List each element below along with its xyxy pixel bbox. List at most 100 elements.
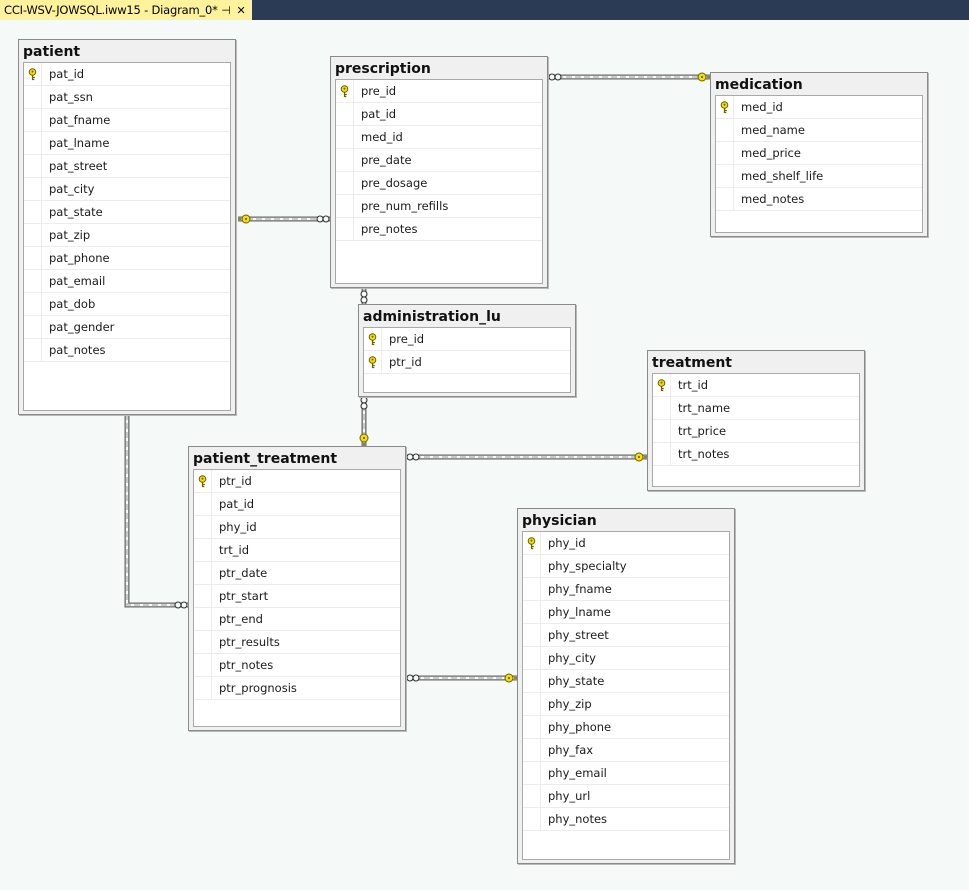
row-selector[interactable] bbox=[194, 539, 212, 561]
row-selector[interactable] bbox=[194, 516, 212, 538]
column-row[interactable]: ptr_id bbox=[364, 351, 570, 374]
column-row[interactable]: med_shelf_life bbox=[716, 165, 922, 188]
row-selector[interactable] bbox=[24, 247, 42, 269]
column-row[interactable]: trt_id bbox=[194, 539, 400, 562]
row-selector[interactable] bbox=[523, 716, 541, 738]
column-row[interactable]: phy_email bbox=[523, 762, 729, 785]
column-row[interactable]: ptr_notes bbox=[194, 654, 400, 677]
row-selector[interactable] bbox=[336, 172, 354, 194]
row-selector[interactable] bbox=[523, 624, 541, 646]
column-row[interactable]: phy_id bbox=[194, 516, 400, 539]
row-selector[interactable] bbox=[653, 374, 671, 396]
row-selector[interactable] bbox=[523, 785, 541, 807]
column-row[interactable]: pat_gender bbox=[24, 316, 230, 339]
column-row[interactable]: ptr_prognosis bbox=[194, 677, 400, 700]
column-row[interactable]: pat_fname bbox=[24, 109, 230, 132]
table-title[interactable]: administration_lu bbox=[363, 309, 501, 325]
row-selector[interactable] bbox=[523, 647, 541, 669]
column-row[interactable]: phy_notes bbox=[523, 808, 729, 831]
row-selector[interactable] bbox=[194, 585, 212, 607]
row-selector[interactable] bbox=[716, 119, 734, 141]
column-row[interactable]: pat_street bbox=[24, 155, 230, 178]
column-row[interactable]: ptr_start bbox=[194, 585, 400, 608]
table-title[interactable]: physician bbox=[522, 513, 597, 529]
table-title[interactable]: prescription bbox=[335, 61, 431, 77]
column-row[interactable]: pat_id bbox=[336, 103, 542, 126]
row-selector[interactable] bbox=[653, 443, 671, 465]
row-selector[interactable] bbox=[523, 762, 541, 784]
row-selector[interactable] bbox=[523, 601, 541, 623]
row-selector[interactable] bbox=[523, 808, 541, 830]
column-row[interactable]: phy_specialty bbox=[523, 555, 729, 578]
row-selector[interactable] bbox=[24, 201, 42, 223]
row-selector[interactable] bbox=[24, 155, 42, 177]
row-selector[interactable] bbox=[194, 470, 212, 492]
row-selector[interactable] bbox=[194, 493, 212, 515]
row-selector[interactable] bbox=[24, 63, 42, 85]
row-selector[interactable] bbox=[24, 109, 42, 131]
row-selector[interactable] bbox=[653, 420, 671, 442]
row-selector[interactable] bbox=[24, 316, 42, 338]
column-row[interactable]: pat_id bbox=[194, 493, 400, 516]
row-selector[interactable] bbox=[24, 224, 42, 246]
row-selector[interactable] bbox=[716, 142, 734, 164]
row-selector[interactable] bbox=[336, 103, 354, 125]
row-selector[interactable] bbox=[336, 126, 354, 148]
column-row[interactable]: phy_city bbox=[523, 647, 729, 670]
column-row[interactable]: pat_email bbox=[24, 270, 230, 293]
document-tab[interactable]: CCI-WSV-JOWSQL.iww15 - Diagram_0* ⊣ ✕ bbox=[0, 0, 252, 20]
row-selector[interactable] bbox=[24, 293, 42, 315]
column-row[interactable]: pat_city bbox=[24, 178, 230, 201]
row-selector[interactable] bbox=[523, 739, 541, 761]
row-selector[interactable] bbox=[194, 631, 212, 653]
column-row[interactable]: med_id bbox=[336, 126, 542, 149]
row-selector[interactable] bbox=[24, 178, 42, 200]
column-row[interactable]: ptr_id bbox=[194, 470, 400, 493]
column-row[interactable]: phy_state bbox=[523, 670, 729, 693]
row-selector[interactable] bbox=[523, 670, 541, 692]
row-selector[interactable] bbox=[523, 555, 541, 577]
column-row[interactable]: pre_id bbox=[364, 328, 570, 351]
column-row[interactable]: pre_num_refills bbox=[336, 195, 542, 218]
row-selector[interactable] bbox=[194, 654, 212, 676]
row-selector[interactable] bbox=[24, 339, 42, 361]
row-selector[interactable] bbox=[364, 351, 382, 373]
pin-icon[interactable]: ⊣ bbox=[221, 3, 231, 17]
column-row[interactable]: phy_street bbox=[523, 624, 729, 647]
column-row[interactable]: pre_id bbox=[336, 80, 542, 103]
column-row[interactable]: med_name bbox=[716, 119, 922, 142]
column-row[interactable]: pat_notes bbox=[24, 339, 230, 362]
column-row[interactable]: pre_dosage bbox=[336, 172, 542, 195]
row-selector[interactable] bbox=[336, 195, 354, 217]
column-row[interactable]: trt_name bbox=[653, 397, 859, 420]
table-title[interactable]: treatment bbox=[652, 355, 732, 371]
row-selector[interactable] bbox=[336, 149, 354, 171]
row-selector[interactable] bbox=[336, 80, 354, 102]
row-selector[interactable] bbox=[194, 562, 212, 584]
column-row[interactable]: phy_zip bbox=[523, 693, 729, 716]
column-row[interactable]: trt_price bbox=[653, 420, 859, 443]
row-selector[interactable] bbox=[24, 270, 42, 292]
row-selector[interactable] bbox=[716, 188, 734, 210]
column-row[interactable]: trt_id bbox=[653, 374, 859, 397]
column-row[interactable]: ptr_end bbox=[194, 608, 400, 631]
table-title[interactable]: medication bbox=[715, 77, 803, 93]
column-row[interactable]: med_id bbox=[716, 96, 922, 119]
row-selector[interactable] bbox=[336, 218, 354, 240]
table-title[interactable]: patient bbox=[23, 44, 81, 60]
row-selector[interactable] bbox=[523, 693, 541, 715]
row-selector[interactable] bbox=[24, 86, 42, 108]
table-title[interactable]: patient_treatment bbox=[193, 451, 338, 467]
document-tab-title[interactable]: CCI-WSV-JOWSQL.iww15 - Diagram_0* bbox=[4, 3, 218, 17]
column-row[interactable]: phy_lname bbox=[523, 601, 729, 624]
row-selector[interactable] bbox=[364, 328, 382, 350]
column-row[interactable]: pat_zip bbox=[24, 224, 230, 247]
column-row[interactable]: pat_lname bbox=[24, 132, 230, 155]
row-selector[interactable] bbox=[24, 132, 42, 154]
